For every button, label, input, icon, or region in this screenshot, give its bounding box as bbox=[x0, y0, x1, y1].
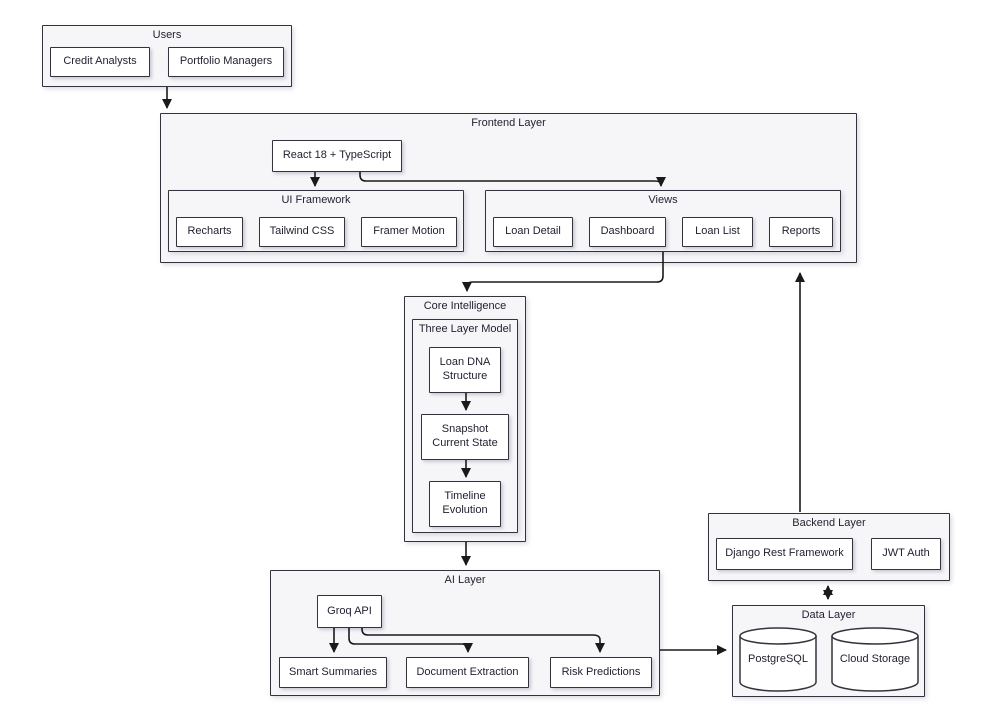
users-group-title: Users bbox=[152, 29, 182, 41]
ai-layer-title: AI Layer bbox=[444, 574, 486, 586]
node-loan-list: Loan List bbox=[682, 217, 753, 247]
three-layer-model-title: Three Layer Model bbox=[418, 323, 512, 335]
node-reports: Reports bbox=[769, 217, 833, 247]
node-portfolio-managers: Portfolio Managers bbox=[168, 47, 284, 77]
node-loan-dna-structure: Loan DNA Structure bbox=[429, 347, 501, 393]
node-risk-predictions: Risk Predictions bbox=[550, 657, 652, 688]
views-title: Views bbox=[648, 194, 678, 206]
node-timeline-evolution: Timeline Evolution bbox=[429, 481, 501, 527]
node-document-extraction: Document Extraction bbox=[406, 657, 529, 688]
node-jwt-auth: JWT Auth bbox=[871, 538, 941, 570]
node-react-typescript: React 18 + TypeScript bbox=[272, 140, 402, 172]
node-django-rest-framework: Django Rest Framework bbox=[716, 538, 853, 570]
backend-layer-title: Backend Layer bbox=[792, 517, 866, 529]
frontend-layer-title: Frontend Layer bbox=[471, 117, 546, 129]
node-framer-motion: Framer Motion bbox=[361, 217, 457, 247]
core-intelligence-title: Core Intelligence bbox=[423, 300, 507, 312]
node-recharts: Recharts bbox=[176, 217, 243, 247]
node-groq-api: Groq API bbox=[317, 595, 382, 628]
data-layer-group: Data Layer bbox=[732, 605, 925, 697]
node-credit-analysts: Credit Analysts bbox=[50, 47, 150, 77]
node-tailwind-css: Tailwind CSS bbox=[259, 217, 345, 247]
node-loan-detail: Loan Detail bbox=[493, 217, 573, 247]
data-layer-title: Data Layer bbox=[801, 609, 856, 621]
node-snapshot-current-state: Snapshot Current State bbox=[421, 414, 509, 460]
node-smart-summaries: Smart Summaries bbox=[279, 657, 387, 688]
node-dashboard: Dashboard bbox=[589, 217, 666, 247]
ui-framework-title: UI Framework bbox=[281, 194, 351, 206]
